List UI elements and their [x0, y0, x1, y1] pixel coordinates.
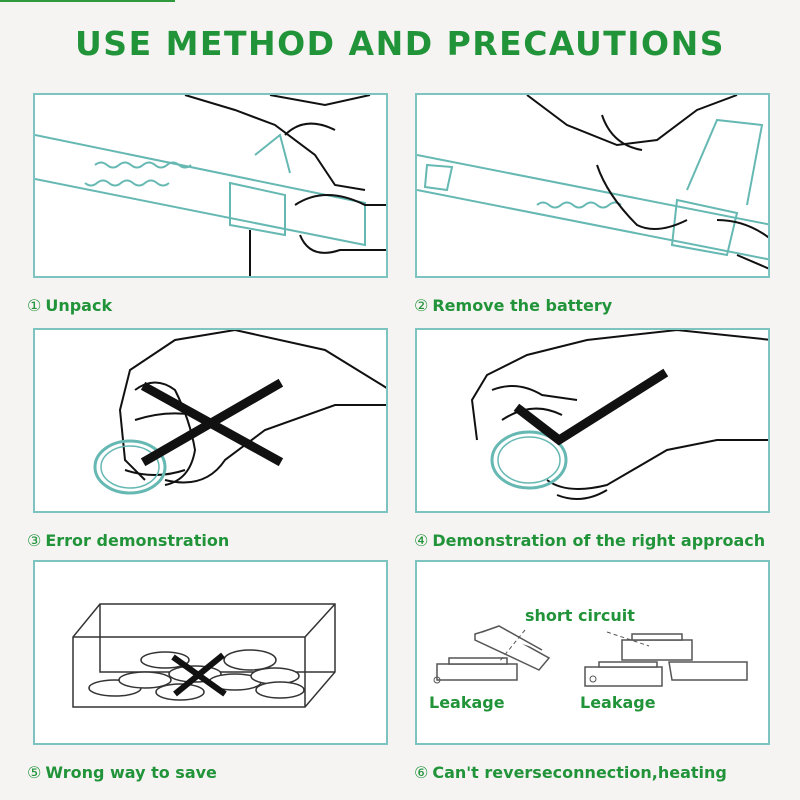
step-number: ③	[27, 531, 42, 550]
step-number: ①	[27, 296, 42, 315]
panel-error-demonstration	[33, 328, 388, 513]
battery-diagram-illustration	[433, 625, 748, 687]
panel-wrong-storage	[33, 560, 388, 745]
panel-reverse-connection: short circuit Leakage Leakage	[415, 560, 770, 745]
top-accent-line	[0, 0, 175, 2]
leakage-right-label: Leakage	[580, 693, 656, 712]
step-label: Unpack	[45, 296, 113, 315]
panel-right-approach	[415, 328, 770, 513]
check-mark	[513, 368, 669, 446]
page-title: USE METHOD AND PRECAUTIONS	[75, 24, 725, 63]
leakage-left-label: Leakage	[429, 693, 505, 712]
step-label: Can't reverseconnection,heating	[432, 763, 727, 782]
right-approach-illustration	[470, 330, 768, 500]
step-number: ⑤	[27, 763, 42, 782]
step-number: ②	[414, 296, 429, 315]
step-label: Remove the battery	[432, 296, 613, 315]
step-number: ④	[414, 531, 429, 550]
panel-remove-battery	[415, 93, 770, 278]
step-label: Demonstration of the right approach	[432, 531, 766, 550]
error-cross-mark	[140, 378, 284, 467]
step-label: Error demonstration	[45, 531, 230, 550]
panel-unpack	[33, 93, 388, 278]
remove-battery-illustration	[417, 95, 768, 270]
unpack-illustration	[35, 95, 386, 276]
storage-box-illustration	[72, 603, 336, 708]
error-illustration	[93, 330, 386, 495]
short-circuit-label: short circuit	[525, 606, 635, 625]
step-label: Wrong way to save	[45, 763, 217, 782]
storage-cross-mark	[173, 652, 225, 697]
step-number: ⑥	[414, 763, 429, 782]
